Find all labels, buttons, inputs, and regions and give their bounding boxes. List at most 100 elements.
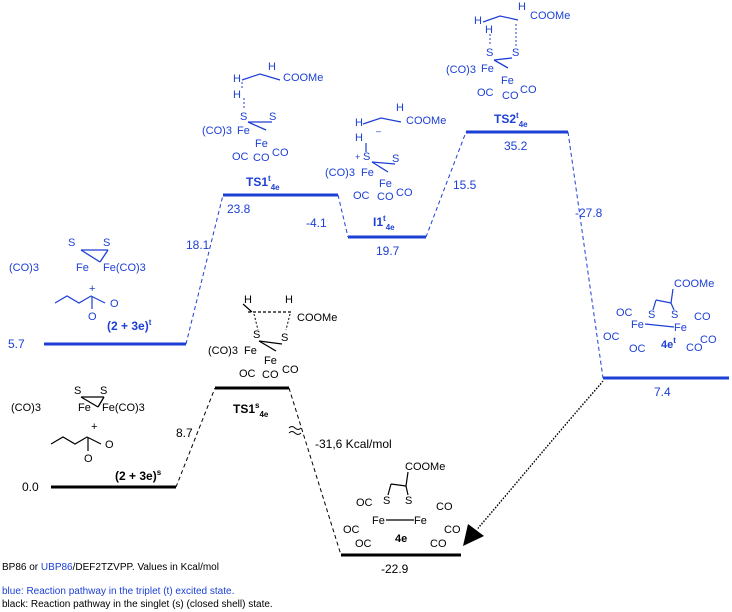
svg-text:H: H [355,132,363,144]
svg-text:H: H [474,15,482,27]
svg-text:H: H [355,117,363,129]
svg-text:S: S [240,111,247,123]
svg-text:COOMe: COOMe [530,10,570,22]
legend-singlet: black: Reaction pathway in the singlet (… [2,599,273,610]
label-i1-t: I1t4e [373,214,395,232]
svg-text:CO: CO [444,524,461,536]
svg-text:CO: CO [430,538,447,550]
svg-text:(CO)3: (CO)3 [325,167,355,179]
connector-t1 [185,194,224,345]
svg-text:(CO)3: (CO)3 [208,345,238,357]
svg-text:(CO)3: (CO)3 [446,64,476,76]
svg-text:H: H [233,89,241,101]
svg-text:+: + [89,283,95,295]
svg-text:OC: OC [232,151,249,163]
svg-text:O: O [84,453,93,465]
energy-label-reactant-s: 0.0 [22,480,39,494]
structure-product-s: COOMe S S OC CO Fe Fe OC CO OC 4e CO [343,461,461,550]
energy-label-ts2-t: 35.2 [504,139,528,153]
svg-text:OC: OC [629,343,646,355]
svg-text:CO: CO [700,334,717,346]
svg-text:H: H [285,294,293,306]
svg-text:OC: OC [353,190,370,202]
label-product-s: 4e [395,533,407,545]
svg-text:CO: CO [694,311,711,323]
svg-text:COOMe: COOMe [674,278,714,290]
svg-text:CO: CO [282,364,299,376]
svg-text:Fe: Fe [264,355,277,367]
label-reactant-s: (2 + 3e)s [115,468,162,483]
svg-text:Fe: Fe [244,345,257,357]
svg-text:Fe(CO)3: Fe(CO)3 [102,402,145,414]
svg-text:CO: CO [272,147,289,159]
svg-text:H: H [244,294,252,306]
label-product-t: 4et [661,336,676,351]
svg-text:OC: OC [477,87,494,99]
svg-text:Fe: Fe [481,63,494,75]
svg-text:+: + [91,421,97,433]
barrier-label-t3: 15.5 [453,178,477,192]
connector-s1 [175,387,216,488]
svg-text:OC: OC [616,307,633,319]
barrier-label-t1: 18.1 [186,238,210,252]
structure-ts1-t: H H H COOMe S S (CO)3 Fe Fe OC CO CO TS1… [202,61,323,192]
svg-text:Fe: Fe [414,515,427,527]
svg-text:OC: OC [356,497,373,509]
svg-text:S: S [100,385,107,397]
crossing-arrow [463,380,604,546]
svg-text:Fe: Fe [255,138,268,150]
svg-text:CO: CO [502,90,519,102]
barrier-label-t2: -4.1 [306,216,327,230]
energy-label-reactant-t: 5.7 [8,337,25,351]
svg-text:Fe: Fe [674,322,687,334]
triplet-pathway: 5.7 23.8 19.7 35.2 7.4 18.1 -4.1 15.5 -2… [8,1,729,399]
svg-text:CO: CO [262,369,279,381]
svg-text:H: H [518,1,526,13]
svg-text:CO: CO [253,152,270,164]
svg-text:S: S [269,111,276,123]
svg-text:O: O [88,311,97,323]
barrier-label-s2: -31,6 Kcal/mol [315,437,392,451]
energy-label-product-t: 7.4 [654,385,671,399]
svg-text:S: S [671,309,678,321]
energy-label-i1-t: 19.7 [376,244,400,258]
svg-text:S: S [68,237,75,249]
arrowhead-icon [463,524,484,546]
svg-text:+: + [355,152,360,162]
method-note: BP86 or UBP86/DEF2TZVPP. Values in Kcal/… [2,562,219,573]
svg-text:S: S [74,385,81,397]
svg-text:Fe: Fe [501,75,514,87]
break-mark-s2 [288,426,302,435]
svg-text:O: O [110,298,119,310]
structure-product-t: COOMe S S OC CO Fe Fe OC CO OC 4et CO [603,278,717,355]
svg-text:OC: OC [603,331,620,343]
svg-text:H: H [268,61,276,73]
svg-text:(CO)3: (CO)3 [202,125,232,137]
svg-text:S: S [103,237,110,249]
svg-text:COOMe: COOMe [406,115,446,127]
svg-text:Fe: Fe [361,167,374,179]
svg-text:OC: OC [355,538,372,550]
svg-text:OC: OC [343,524,360,536]
svg-text:S: S [486,47,493,59]
svg-text:S: S [363,151,370,163]
svg-text:COOMe: COOMe [297,312,337,324]
connector-s2 [288,387,342,556]
connector-t4 [567,131,604,379]
svg-text:OC: OC [239,368,256,380]
svg-text:Fe(CO)3: Fe(CO)3 [103,262,146,274]
barrier-label-s1: 8.7 [176,426,193,440]
svg-text:Fe: Fe [237,125,250,137]
svg-text:Fe: Fe [76,262,89,274]
svg-text:(CO)3: (CO)3 [11,402,41,414]
singlet-pathway: 0.0 -22.9 8.7 -31,6 Kcal/mol S S (CO)3 F… [11,294,461,576]
energy-label-ts1-t: 23.8 [227,202,251,216]
svg-text:H: H [233,73,241,85]
structure-reactant-t: S S (CO)3 Fe Fe(CO)3 + O O (2 + 3e)t [9,237,152,333]
label-ts1-t: TS1t4e [246,174,280,192]
structure-i1-t: H H H COOMe – + S S (CO)3 Fe Fe OC CO CO… [325,102,446,232]
svg-text:Fe: Fe [372,515,385,527]
svg-text:CO: CO [520,84,537,96]
svg-text:CO: CO [377,191,394,203]
structure-reactant-s: S S (CO)3 Fe Fe(CO)3 + O O (2 + 3e)s [11,385,162,483]
